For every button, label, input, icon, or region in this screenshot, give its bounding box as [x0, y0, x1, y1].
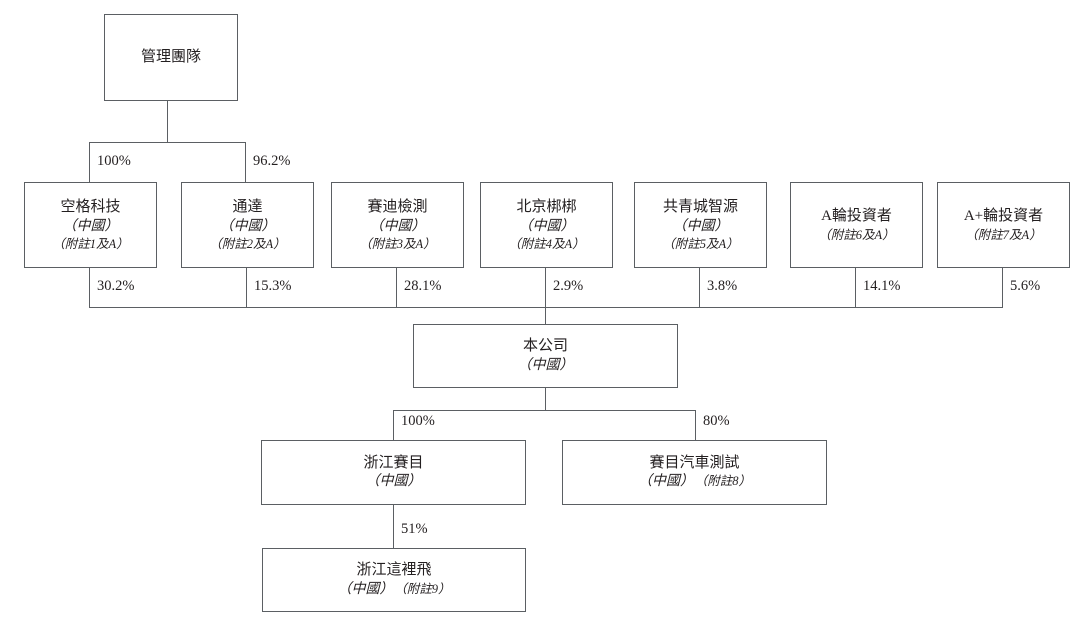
node-management-label: 管理團隊 — [140, 48, 201, 65]
node-shareholder-1-place: （中國） — [62, 218, 119, 234]
pct-shareholder-1: 30.2% — [97, 278, 135, 294]
node-subsidiary-1-label: 浙江賽目 — [363, 454, 424, 471]
node-shareholder-3-note: （附註3及A） — [359, 236, 436, 251]
node-sub-subsidiary-label: 浙江這裡飛 — [356, 562, 432, 579]
node-shareholder-4-note: （附註4及A） — [508, 236, 585, 251]
node-company: 本公司 （中國） — [413, 324, 678, 388]
connector-company-to-zhejiang-saimu — [393, 410, 394, 440]
node-subsidiary-1: 浙江賽目 （中國） — [261, 440, 526, 505]
connector-shareholder-1-drop — [89, 268, 90, 308]
node-shareholder-4-place: （中國） — [518, 218, 575, 234]
connector-management-to-tongda — [245, 142, 246, 182]
node-shareholder-7-note: （附註7及A） — [965, 227, 1042, 242]
pct-shareholder-4: 2.9% — [553, 278, 584, 294]
connector-company-bar — [393, 410, 696, 411]
node-shareholder-6-label: A輪投資者 — [821, 208, 892, 225]
node-shareholder-2-note: （附註2及A） — [209, 236, 286, 251]
pct-shareholder-5: 3.8% — [707, 278, 738, 294]
node-shareholder-1: 空格科技 （中國） （附註1及A） — [24, 182, 157, 268]
connector-company-to-saimu-auto — [695, 410, 696, 440]
node-management: 管理團隊 — [104, 14, 238, 101]
node-subsidiary-2-place-text: （中國） — [637, 474, 694, 490]
node-sub-subsidiary-place-text: （中國） — [337, 581, 394, 597]
node-company-label: 本公司 — [522, 338, 568, 355]
connector-shareholder-4-drop — [545, 268, 546, 308]
connector-shareholder-7-drop — [1002, 268, 1003, 308]
node-shareholder-5-place: （中國） — [672, 218, 729, 234]
node-sub-subsidiary-place: （中國） （附註9） — [337, 581, 450, 599]
pct-shareholder-7: 5.6% — [1010, 278, 1041, 294]
node-subsidiary-2-place: （中國） （附註8） — [638, 473, 751, 491]
node-subsidiary-2-note: （附註8） — [700, 474, 751, 489]
connector-subsidiary-1-to-sub — [393, 505, 394, 548]
connector-management-stem — [167, 101, 168, 142]
node-shareholder-5-label: 共青城智源 — [662, 199, 738, 216]
connector-shareholder-3-drop — [396, 268, 397, 308]
connector-management-to-spaceit — [89, 142, 90, 182]
pct-management-tongda: 96.2% — [253, 153, 291, 169]
node-shareholder-4: 北京梆梆 （中國） （附註4及A） — [480, 182, 613, 268]
connector-shareholder-6-drop — [855, 268, 856, 308]
node-shareholder-2: 通達 （中國） （附註2及A） — [181, 182, 314, 268]
node-shareholder-6-note: （附註6及A） — [818, 227, 895, 242]
connector-shareholder-bus — [89, 307, 1003, 308]
node-sub-subsidiary-note: （附註9） — [400, 581, 451, 596]
node-shareholder-7-label: A+輪投資者 — [963, 208, 1044, 225]
pct-shareholder-6: 14.1% — [863, 278, 901, 294]
node-company-place: （中國） — [517, 357, 574, 373]
node-shareholder-1-note: （附註1及A） — [52, 236, 129, 251]
node-shareholder-4-label: 北京梆梆 — [516, 199, 577, 216]
pct-shareholder-3: 28.1% — [404, 278, 442, 294]
pct-sub-subsidiary: 51% — [401, 521, 428, 537]
node-shareholder-7: A+輪投資者 （附註7及A） — [937, 182, 1070, 268]
pct-subsidiary-2: 80% — [703, 413, 730, 429]
pct-subsidiary-1: 100% — [401, 413, 435, 429]
node-subsidiary-2: 賽目汽車測試 （中國） （附註8） — [562, 440, 827, 505]
connector-shareholder-5-drop — [699, 268, 700, 308]
node-subsidiary-2-label: 賽目汽車測試 — [649, 454, 740, 471]
node-shareholder-1-label: 空格科技 — [60, 199, 121, 216]
pct-management-spaceit: 100% — [97, 153, 131, 169]
node-shareholder-3-place: （中國） — [369, 218, 426, 234]
pct-shareholder-2: 15.3% — [254, 278, 292, 294]
node-subsidiary-1-place: （中國） — [365, 474, 422, 490]
node-shareholder-5-note: （附註5及A） — [662, 236, 739, 251]
node-shareholder-2-label: 通達 — [232, 199, 263, 216]
node-shareholder-3: 賽迪檢測 （中國） （附註3及A） — [331, 182, 464, 268]
node-shareholder-3-label: 賽迪檢測 — [367, 199, 428, 216]
node-sub-subsidiary: 浙江這裡飛 （中國） （附註9） — [262, 548, 526, 612]
connector-company-stem — [545, 388, 546, 410]
connector-management-bar — [89, 142, 246, 143]
node-shareholder-2-place: （中國） — [219, 218, 276, 234]
node-shareholder-6: A輪投資者 （附註6及A） — [790, 182, 923, 268]
node-shareholder-5: 共青城智源 （中國） （附註5及A） — [634, 182, 767, 268]
connector-bus-to-company — [545, 307, 546, 324]
connector-shareholder-2-drop — [246, 268, 247, 308]
